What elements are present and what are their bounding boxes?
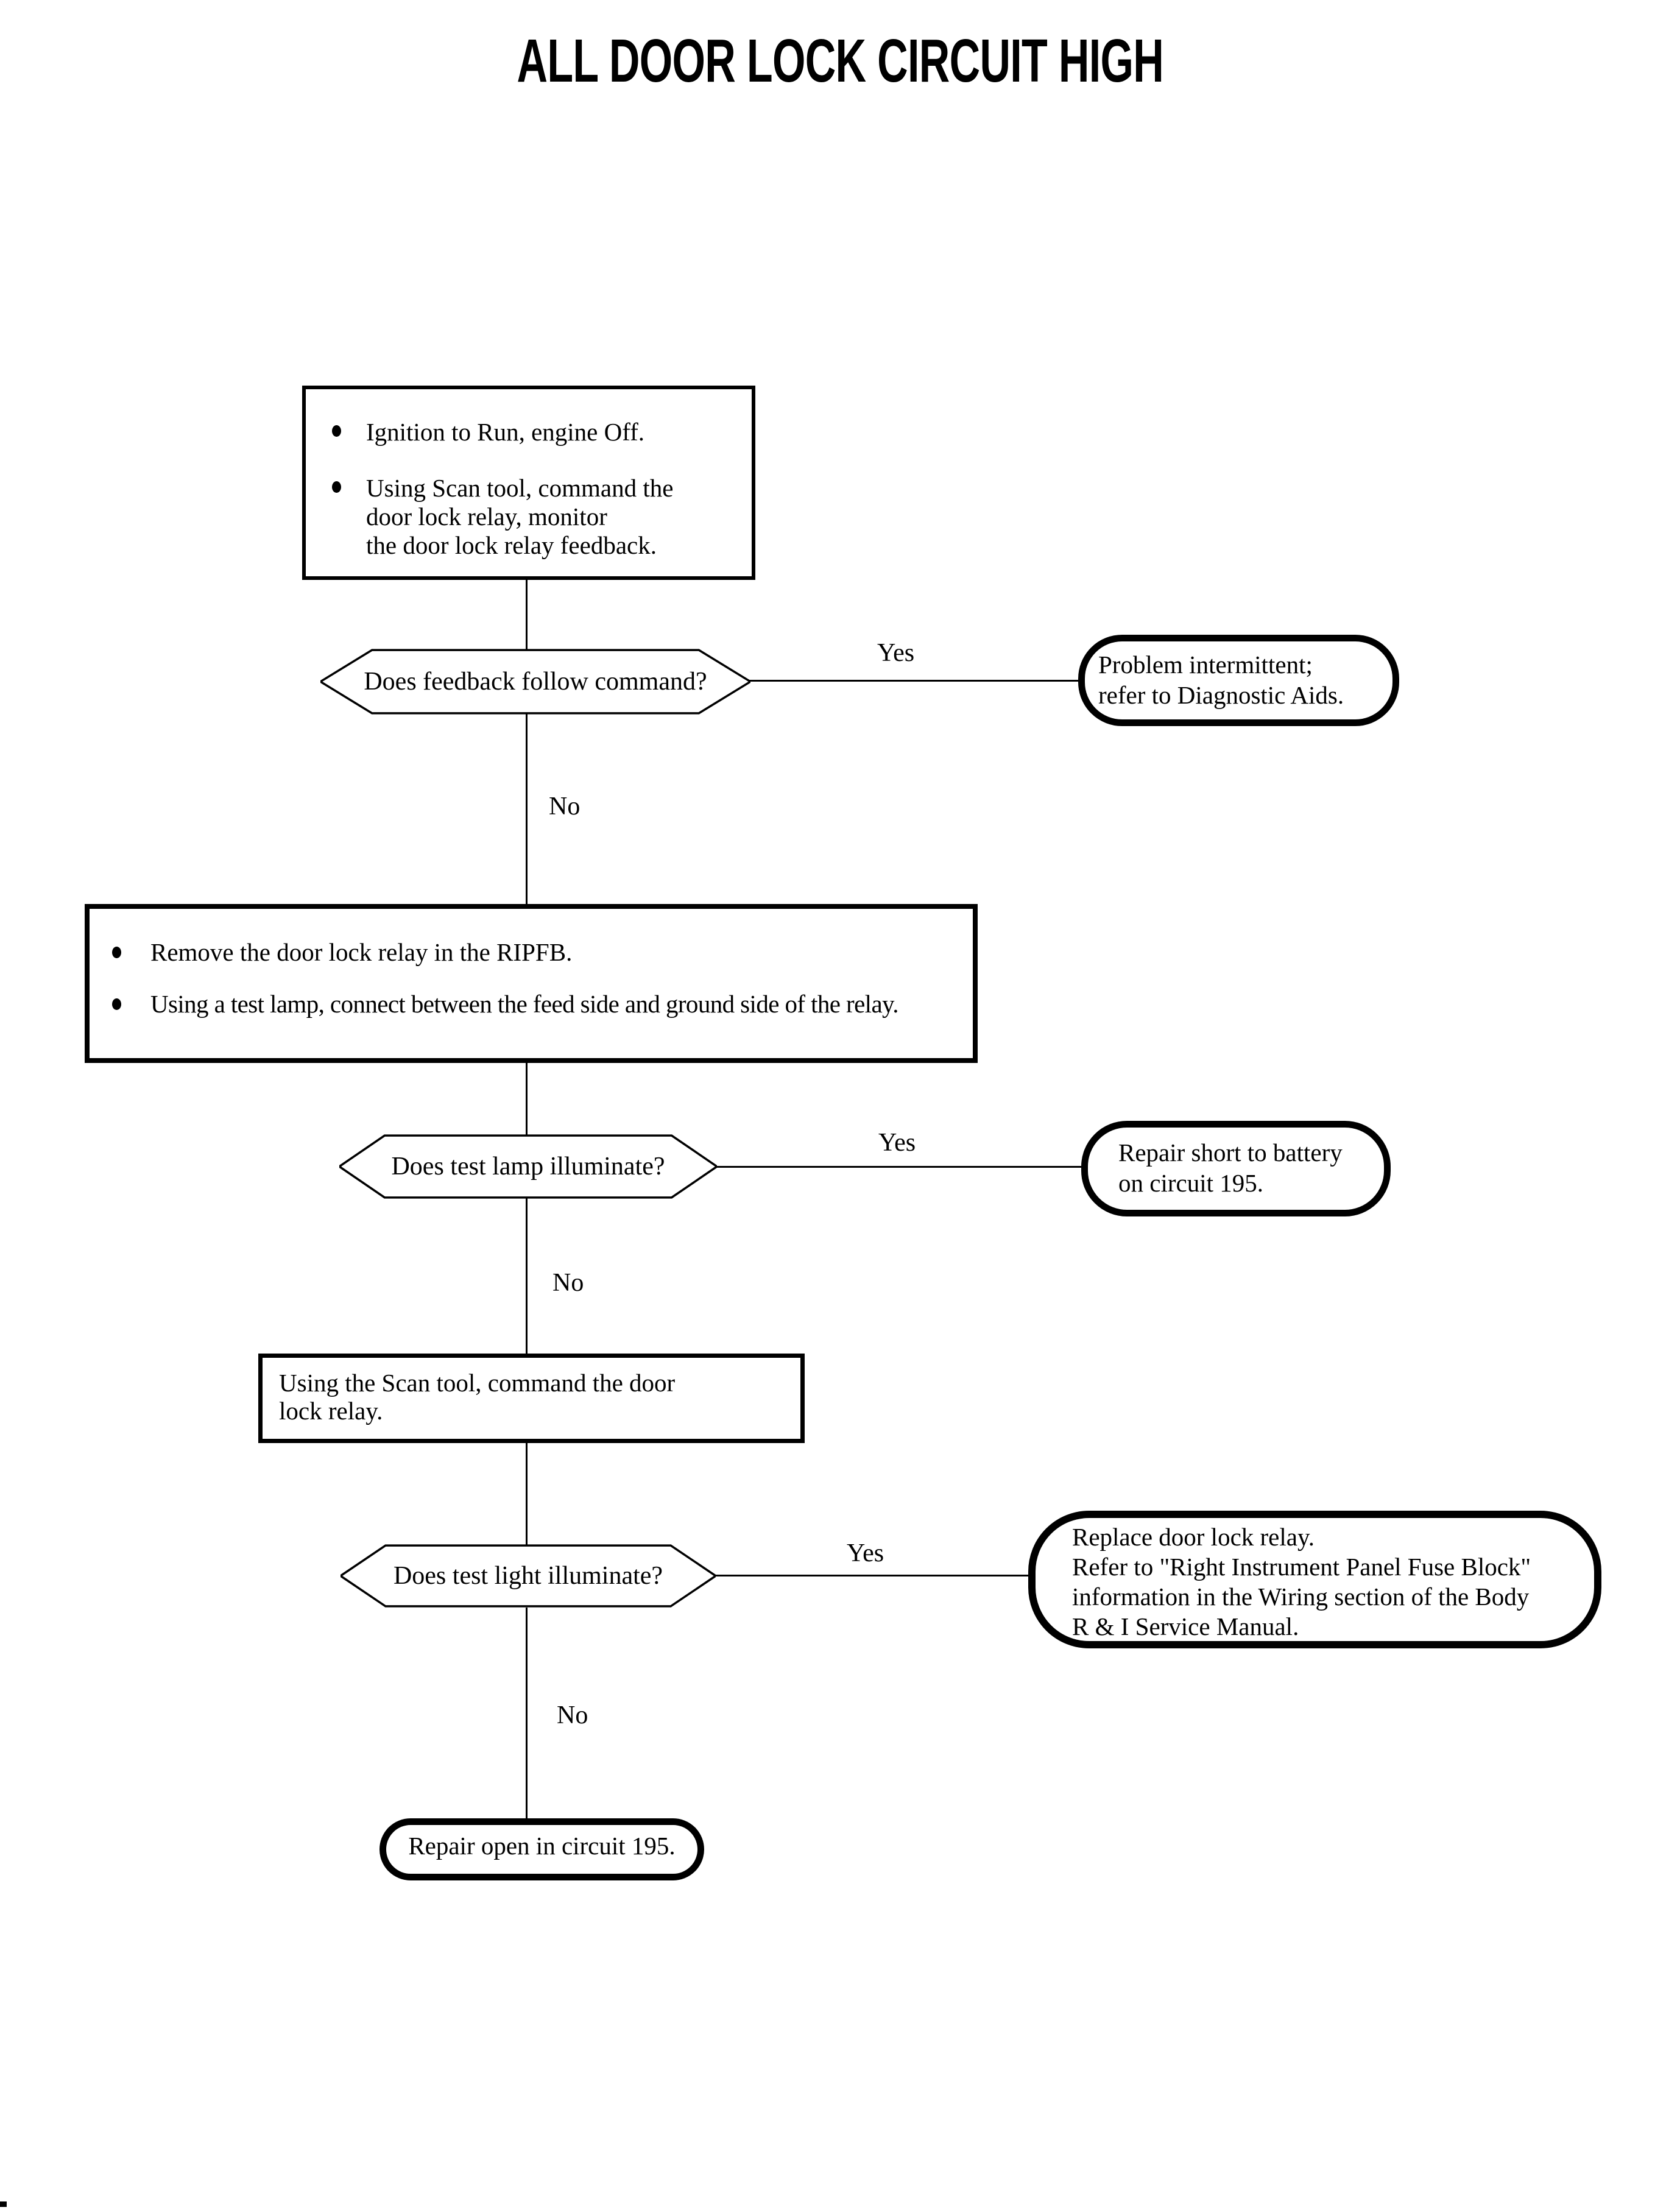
yes-label: Yes — [877, 639, 915, 667]
decision-test-lamp-illuminates: Does test lamp illuminate? — [339, 1134, 717, 1199]
terminal-repair-short-circuit-195: Repair short to battery on circuit 195. — [1081, 1121, 1391, 1216]
page-title: ALL DOOR LOCK CIRCUIT HIGH — [517, 27, 1163, 95]
decision-question: Does test lamp illuminate? — [391, 1153, 665, 1181]
decision-feedback-follows-command: Does feedback follow command? — [320, 649, 750, 715]
terminal-text: Repair open in circuit 195. — [408, 1832, 676, 1860]
scan-artifact-dot — [0, 2201, 7, 2207]
terminal-text: Problem intermittent; refer to Diagnosti… — [1098, 651, 1344, 709]
hexagon-shape — [341, 1544, 716, 1608]
step1-bullet-2: Using Scan tool, command the door lock r… — [366, 474, 674, 559]
connector-line — [749, 680, 1079, 682]
step2-bullet-1: Remove the door lock relay in the RIPFB. — [150, 938, 573, 966]
bullet-icon — [332, 425, 341, 437]
bullet-icon — [332, 481, 341, 493]
connector-line — [715, 1575, 1029, 1576]
connector-line — [716, 1166, 1082, 1168]
terminal-problem-intermittent: Problem intermittent; refer to Diagnosti… — [1078, 635, 1399, 726]
step3-text: Using the Scan tool, command the door lo… — [279, 1369, 676, 1425]
decision-question: Does test light illuminate? — [393, 1562, 663, 1590]
yes-label: Yes — [878, 1129, 916, 1157]
connector-line — [526, 579, 528, 649]
hexagon-shape — [320, 649, 750, 715]
process-box-ignition-scan — [302, 386, 755, 580]
yes-label: Yes — [847, 1539, 884, 1567]
connector-line — [526, 1443, 528, 1545]
no-label: No — [552, 1269, 584, 1297]
bullet-icon — [112, 947, 121, 958]
no-label: No — [557, 1701, 588, 1729]
connector-line — [526, 1198, 528, 1354]
terminal-replace-door-lock-relay: Replace door lock relay. Refer to "Right… — [1028, 1511, 1601, 1648]
terminal-text: Replace door lock relay. Refer to "Right… — [1072, 1523, 1531, 1640]
connector-line — [526, 1063, 528, 1135]
step2-bullet-2: Using a test lamp, connect between the f… — [150, 990, 899, 1018]
decision-test-light-illuminates: Does test light illuminate? — [341, 1544, 716, 1608]
connector-line — [526, 1608, 528, 1819]
decision-question: Does feedback follow command? — [364, 668, 707, 696]
terminal-text: Repair short to battery on circuit 195. — [1118, 1139, 1343, 1197]
process-box-remove-relay-test-lamp — [85, 904, 978, 1063]
process-box-scan-command-relay — [258, 1354, 805, 1443]
terminal-repair-open-circuit-195: Repair open in circuit 195. — [379, 1818, 704, 1880]
hexagon-shape — [339, 1134, 717, 1199]
step1-bullet-1: Ignition to Run, engine Off. — [366, 418, 645, 446]
no-label: No — [549, 793, 581, 821]
bullet-icon — [112, 998, 121, 1010]
connector-line — [526, 713, 528, 905]
